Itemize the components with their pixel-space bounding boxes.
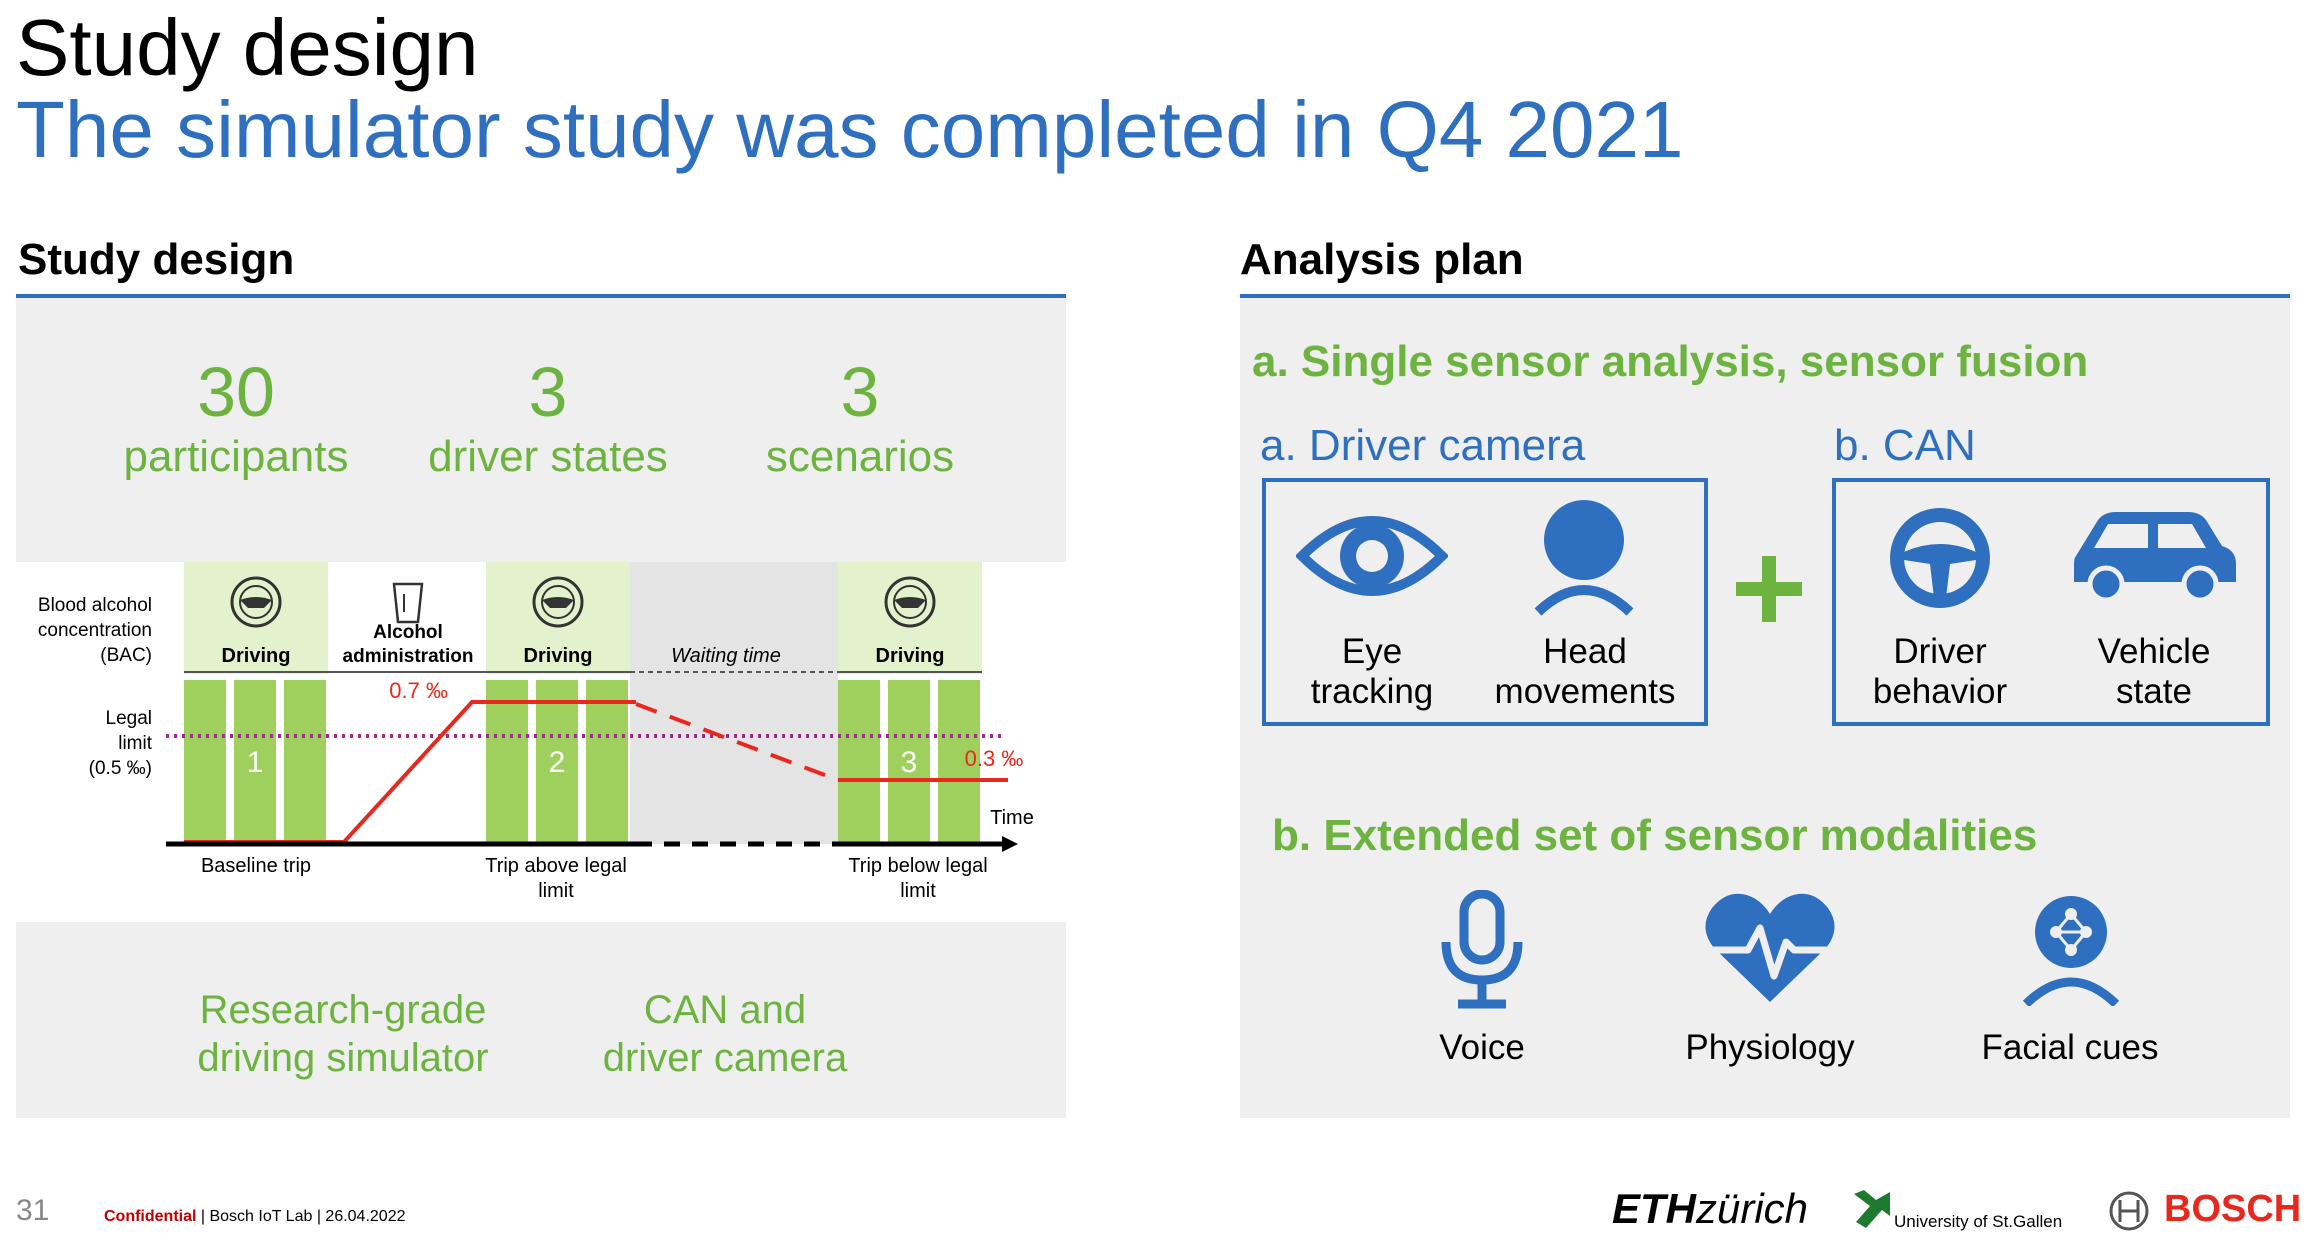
vehicle-state-line1: Vehicle [2097,632,2211,671]
phase-label: Driving [222,645,291,667]
bosch-logo-text: BOSCH [2164,1188,2302,1230]
legal-limit-label: Legal [106,708,153,729]
head-movements-line1: Head [1543,632,1627,671]
simulator-label: Research-grade driving simulator [160,986,526,1082]
phase-label: Driving [524,645,593,667]
eye-tracking-label: Eye tracking [1282,632,1462,712]
study-design-heading: Study design [18,235,295,284]
hsg-logo-text: University of St.Gallen [1894,1212,2063,1231]
stat-driver-states: 3 driver states [412,352,684,482]
heart-pulse-icon [1705,893,1835,1002]
microphone-icon [1441,890,1523,1009]
stats-panel [16,298,1066,562]
trip-label-2a: Trip above legal [485,855,627,877]
study-design-rule [16,294,1066,298]
stat-label: driver states [428,432,668,481]
page-title: Study design [16,3,479,92]
legal-limit-label: limit [118,733,152,754]
bac-timeline-diagram: Driving Alcohol administration Driving W… [38,562,1034,902]
simulator-line1: Research-grade [199,988,487,1032]
time-label: Time [990,807,1034,829]
y-label: (BAC) [100,645,152,666]
can-camera-line1: CAN and [643,988,807,1032]
page-number: 31 [16,1194,50,1227]
car-icon [2074,512,2236,603]
trip-label-2b: limit [538,880,574,902]
trip-label-3b: limit [900,880,936,902]
steering-wheel-icon [884,576,936,628]
facial-cues-label: Facial cues [1981,1028,2159,1067]
eye-tracking-line2: tracking [1310,672,1434,711]
vehicle-state-line2: state [2116,672,2192,711]
phase-label: Waiting time [671,645,781,667]
glass-icon [392,582,424,624]
vehicle-state-label: Vehicle state [2064,632,2244,712]
y-label: Blood alcohol [38,595,152,616]
steering-wheel-icon [532,576,584,628]
footer-info: Confidential | Bosch IoT Lab | 26.04.202… [104,1208,406,1226]
eye-icon [1296,516,1448,596]
driver-behavior-line2: behavior [1872,672,2008,711]
driver-behavior-line1: Driver [1893,632,1987,671]
trip-bars-2 [486,680,628,844]
head-movements-line2: movements [1494,672,1676,711]
eye-tracking-line1: Eye [1341,632,1403,671]
section-b-heading: b. Extended set of sensor modalities [1272,811,2038,860]
head-icon [1534,500,1634,616]
confidential-label: Confidential [104,1208,197,1225]
page-subtitle: The simulator study was completed in Q4 … [16,85,1684,174]
simulator-line2: driving simulator [197,1036,489,1080]
plus-icon [1736,556,1802,622]
waiting-time-bg [630,562,838,844]
can-camera-line2: driver camera [602,1036,848,1080]
legal-limit-label: (0.5 ‰) [89,758,152,779]
steering-wheel-icon [1890,508,1990,608]
phase-label-alcohol-2: administration [343,646,474,667]
steering-wheel-icon [230,576,282,628]
setup-panel [16,922,1066,1118]
driver-camera-heading: a. Driver camera [1260,421,1586,470]
section-a-heading: a. Single sensor analysis, sensor fusion [1252,337,2089,386]
stat-label: participants [123,432,349,481]
hsg-logo-icon [1854,1190,1890,1228]
stat-label: scenarios [765,432,955,481]
head-movements-label: Head movements [1490,632,1680,712]
voice-label: Voice [1439,1028,1525,1067]
trip-bars-1 [184,680,326,844]
trip-label-3a: Trip below legal [848,855,987,877]
stat-number: 30 [197,353,275,431]
analysis-plan-rule [1240,294,2290,298]
trip-number: 2 [549,746,566,779]
can-box [1832,478,2270,726]
can-heading: b. CAN [1834,421,1976,470]
stat-number: 3 [528,353,568,431]
bosch-armature-icon [2109,1191,2149,1231]
eth-logo-bold: ETH [1612,1185,1696,1232]
trip-number: 1 [247,746,264,779]
driver-camera-box [1262,478,1708,726]
trip-label: Baseline trip [201,855,311,877]
trip-number: 3 [901,746,918,779]
eth-logo-rest: zürich [1696,1185,1809,1232]
peak-value: 0.7 ‰ [389,678,448,703]
stat-participants: 30 participants [100,352,372,482]
phase-label: Driving [876,645,945,667]
physiology-label: Physiology [1685,1028,1855,1067]
eth-logo: ETHzürich [1612,1186,1808,1232]
analysis-plan-heading: Analysis plan [1240,235,1524,284]
can-camera-label: CAN and driver camera [560,986,890,1082]
face-network-icon [2022,896,2120,1006]
driver-behavior-label: Driver behavior [1850,632,2030,712]
low-value: 0.3 ‰ [965,746,1024,771]
phase-label-alcohol-1: Alcohol [373,622,443,643]
stat-number: 3 [840,353,880,431]
time-axis-arrow [1002,836,1018,852]
stat-scenarios: 3 scenarios [724,352,996,482]
footer-lab-date: | Bosch IoT Lab | 26.04.2022 [196,1208,406,1225]
trip-bars-3 [838,680,980,844]
y-label: concentration [38,620,152,641]
